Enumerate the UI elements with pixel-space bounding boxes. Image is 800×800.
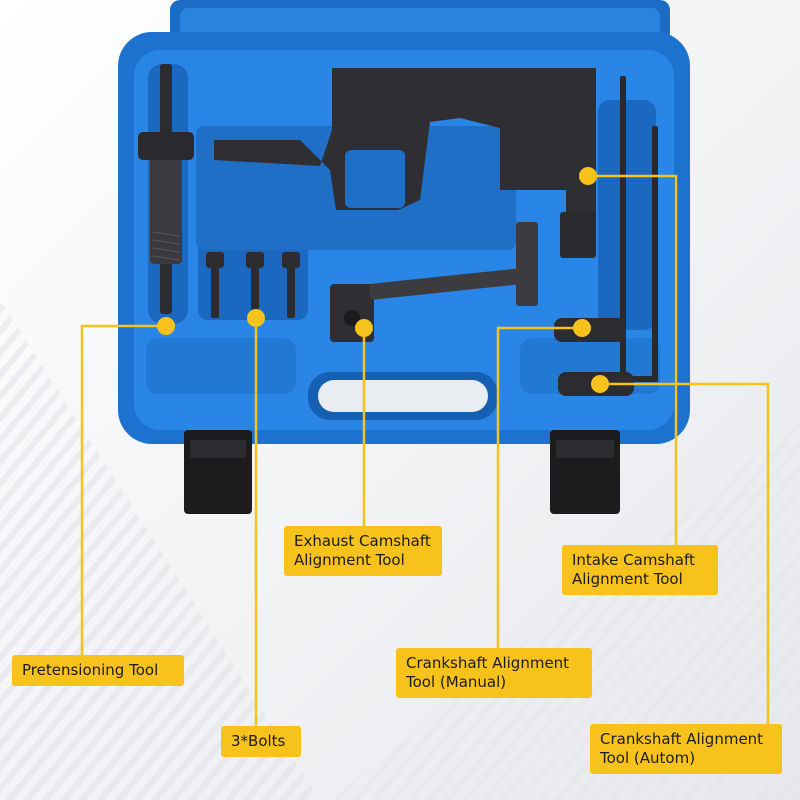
- case-latch-left: [184, 430, 252, 514]
- label-text-line1: Crankshaft Alignment: [406, 654, 570, 672]
- intake-tool-rod-foot: [630, 376, 658, 382]
- callout-dot-crank-manual: [573, 319, 591, 337]
- label-pretensioning-tool: Pretensioning Tool: [12, 655, 184, 686]
- exhaust-tool-upright: [516, 222, 538, 306]
- pretensioning-tool-nut: [138, 132, 194, 160]
- background-stripes-right: [330, 420, 800, 800]
- pretensioning-tool-threads: [151, 231, 181, 261]
- case-latch-right: [550, 430, 620, 514]
- callout-dot-bolts: [247, 309, 265, 327]
- intake-tool-rod-2: [652, 126, 658, 382]
- callout-dot-pretensioning: [157, 317, 175, 335]
- callout-lines: [80, 174, 770, 730]
- callout-line-crank-manual: [496, 326, 582, 652]
- callout-dot-crank-auto: [591, 375, 609, 393]
- intake-tool-rod-1: [620, 76, 626, 376]
- camshaft-plate-block: [560, 212, 596, 258]
- label-text-line2: Alignment Tool: [294, 551, 405, 569]
- case-handle-hole: [318, 380, 488, 412]
- label-exhaust-camshaft-tool: Exhaust Camshaft Alignment Tool: [284, 526, 442, 576]
- label-text: Pretensioning Tool: [22, 661, 159, 679]
- exhaust-tool-arm: [369, 268, 520, 300]
- case-lid-rim: [180, 8, 660, 36]
- bolt-3: [282, 252, 300, 268]
- recess-bottom: [146, 338, 296, 394]
- exhaust-tool-hole: [344, 310, 360, 326]
- label-text-line2: Tool (Autom): [600, 749, 696, 767]
- callout-dots: [157, 167, 609, 393]
- pretensioning-tool-body: [150, 154, 182, 264]
- label-intake-camshaft-tool: Intake Camshaft Alignment Tool: [562, 545, 718, 595]
- label-text-line1: Intake Camshaft: [572, 551, 695, 569]
- callout-line-intake: [588, 174, 678, 548]
- label-text-line1: Crankshaft Alignment: [600, 730, 764, 748]
- callout-dot-exhaust: [355, 319, 373, 337]
- recess-right: [598, 100, 656, 330]
- bolts: [206, 252, 300, 318]
- camshaft-plate-slot: [345, 150, 405, 208]
- label-text: 3*Bolts: [231, 732, 286, 750]
- label-bolts: 3*Bolts: [221, 726, 301, 757]
- label-crankshaft-tool-auto: Crankshaft Alignment Tool (Autom): [590, 724, 782, 774]
- label-text-line1: Exhaust Camshaft: [294, 532, 431, 550]
- callout-line-pretensioning: [80, 324, 166, 660]
- label-text-line2: Alignment Tool: [572, 570, 683, 588]
- bolt-1: [206, 252, 224, 268]
- label-text-line2: Tool (Manual): [406, 673, 507, 691]
- camshaft-alignment-plate: [214, 68, 596, 215]
- label-crankshaft-tool-manual: Crankshaft Alignment Tool (Manual): [396, 648, 592, 698]
- callout-line-crank-auto: [600, 382, 770, 728]
- callout-dot-intake: [579, 167, 597, 185]
- bolt-2: [246, 252, 264, 268]
